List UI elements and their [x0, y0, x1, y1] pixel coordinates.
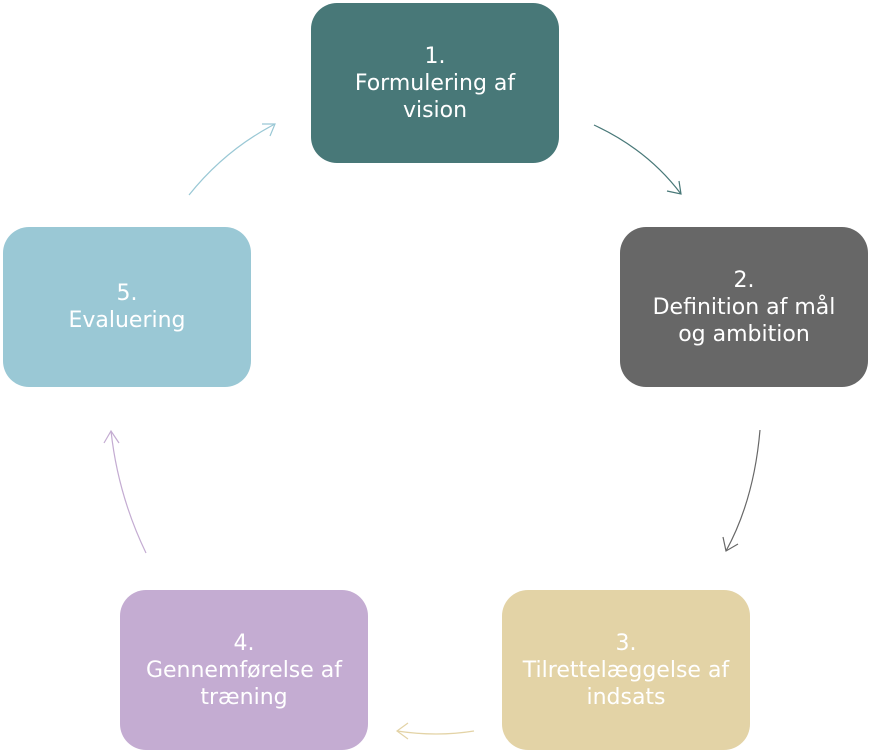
step-2-box: 2. Definition af mål og ambition — [620, 227, 868, 387]
step-5-number: 5. — [116, 281, 138, 306]
step-3-number: 3. — [615, 630, 637, 656]
step-1-number: 1. — [424, 43, 446, 69]
step-4-number: 4. — [233, 630, 255, 656]
step-3-box: 3. Tilrettelæggelse af indsats — [502, 590, 750, 750]
step-5-label-line1: Evaluering — [68, 308, 186, 333]
arrow-head-step3-to-step4 — [395, 722, 409, 740]
arrow-step4-to-step5 — [110, 430, 147, 554]
arrow-head-step5-to-step1 — [262, 123, 276, 137]
step-3-label-line2: indsats — [586, 684, 666, 710]
step-2-number: 2. — [733, 267, 755, 293]
step-4-label-line1: Gennemførelse af — [145, 657, 343, 683]
step-2-label-line1: Definition af mål — [652, 294, 836, 320]
step-1-label-line1: Formulering af — [354, 70, 516, 96]
arrow-step2-to-step3 — [725, 429, 761, 552]
arrow-head-step1-to-step2 — [666, 180, 682, 195]
step-2-label-line2: og ambition — [678, 321, 810, 347]
arrow-step3-to-step4 — [396, 730, 475, 735]
arrow-head-step4-to-step5 — [103, 429, 120, 444]
arrow-head-step2-to-step3 — [722, 536, 739, 552]
step-4-box: 4. Gennemførelse af træning — [120, 590, 368, 750]
step-5-box: 5. Evaluering — [3, 227, 251, 387]
arrow-step1-to-step2 — [593, 124, 682, 195]
step-1-box: 1. Formulering af vision — [311, 3, 559, 163]
step-3-label-line1: Tilrettelæggelse af — [522, 657, 730, 683]
step-1-label-line2: vision — [402, 97, 468, 123]
arrow-step5-to-step1 — [188, 123, 276, 196]
step-4-label-line2: træning — [200, 684, 288, 710]
